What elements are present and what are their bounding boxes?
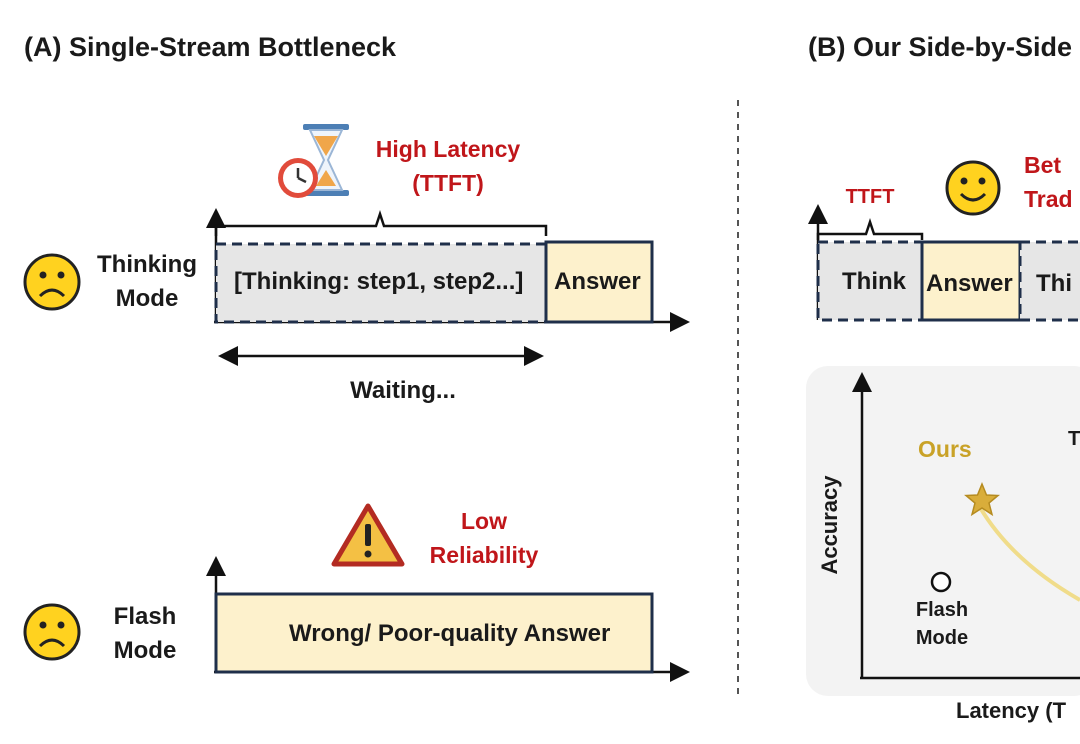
tradeoff-curve xyxy=(976,503,1080,602)
sad-face-icon xyxy=(23,603,81,661)
sad-face-icon xyxy=(23,253,81,311)
latency-brace xyxy=(214,210,548,236)
panel-a-title: (A) Single-Stream Bottleneck xyxy=(24,32,397,62)
thin-box-text: Thi xyxy=(1036,270,1072,297)
ttft-label: TTFT xyxy=(845,186,895,208)
ours-label: Ours xyxy=(918,436,972,462)
plot-background xyxy=(806,366,1080,696)
think-box xyxy=(816,240,924,322)
right-partial-label: T xyxy=(1068,428,1080,450)
think-box-text: Think xyxy=(842,268,906,295)
thin-box xyxy=(1018,240,1080,322)
b-answer-box xyxy=(920,240,1022,322)
high-latency-label: High Latency (TTFT) xyxy=(375,136,521,196)
panel-b-title: (B) Our Side-by-Side xyxy=(808,32,1073,62)
thinking-box-text: [Thinking: step1, step2...] xyxy=(234,268,524,295)
flash-point-label: Flash Mode xyxy=(915,599,969,649)
answer-box-text: Answer xyxy=(554,268,641,295)
flash-box-text: Wrong/ Poor-quality Answer xyxy=(289,620,611,647)
low-reliability-label: Low Reliability xyxy=(429,508,539,568)
flash-mode-label: Flash Mode xyxy=(113,603,177,664)
waiting-label: Waiting... xyxy=(350,377,456,404)
better-tradeoff-label: Bet Trad xyxy=(1024,152,1073,212)
answer-box xyxy=(544,240,654,324)
plot-y-label: Accuracy xyxy=(817,475,842,575)
hourglass-clock-icon xyxy=(278,124,349,198)
thinking-box xyxy=(214,242,548,324)
ttft-brace xyxy=(816,218,924,240)
plot-x-label: Latency (T xyxy=(956,698,1067,723)
flash-point xyxy=(930,571,952,593)
happy-face-icon xyxy=(945,160,1001,216)
thinking-mode-label: Thinking Mode xyxy=(97,251,197,312)
ours-star-icon xyxy=(964,482,1000,517)
b-answer-box-text: Answer xyxy=(926,270,1013,297)
flash-answer-box xyxy=(214,592,654,674)
warning-icon xyxy=(331,503,405,567)
